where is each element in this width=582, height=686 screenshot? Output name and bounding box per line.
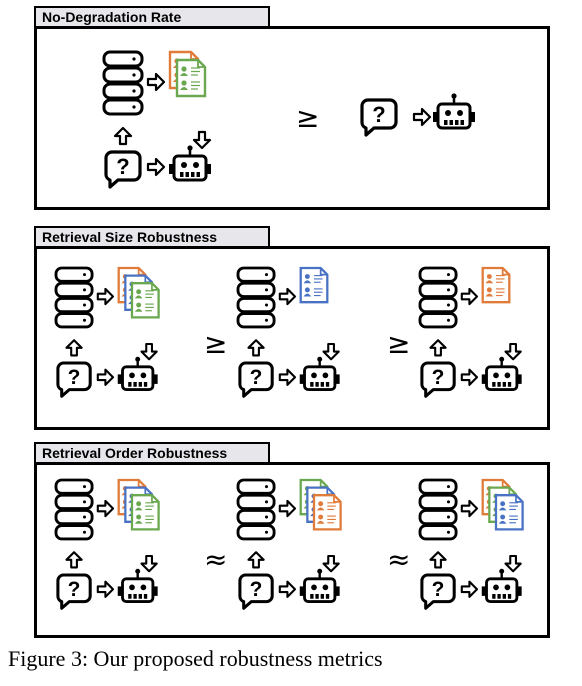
panel-1-title: No-Degradation Rate bbox=[34, 6, 270, 28]
panel-1-title-text: No-Degradation Rate bbox=[42, 9, 182, 25]
panel-2-comparator-2: ≥ bbox=[387, 327, 411, 360]
arrow-right-icon bbox=[146, 72, 166, 92]
panel-3-title: Retrieval Order Robustness bbox=[34, 442, 270, 464]
arrow-down-icon bbox=[504, 342, 522, 361]
arrow-up-icon bbox=[247, 339, 265, 357]
document-icon bbox=[175, 58, 207, 98]
robot-icon bbox=[117, 356, 158, 392]
database-icon bbox=[418, 478, 458, 541]
arrow-down-icon bbox=[140, 554, 158, 573]
question-bubble-icon: ? bbox=[238, 573, 274, 610]
arrow-right-icon bbox=[96, 499, 115, 518]
arrow-up-icon bbox=[429, 339, 447, 357]
svg-text:?: ? bbox=[372, 102, 385, 127]
svg-text:?: ? bbox=[432, 366, 445, 389]
robot-icon bbox=[481, 568, 522, 604]
arrow-right-icon bbox=[278, 499, 297, 518]
svg-text:?: ? bbox=[250, 366, 263, 389]
database-icon bbox=[54, 266, 94, 329]
panel-2-comparator-1: ≥ bbox=[204, 327, 228, 360]
svg-text:?: ? bbox=[250, 578, 263, 601]
robot-icon bbox=[299, 356, 340, 392]
arrow-right-icon bbox=[278, 368, 297, 386]
arrow-down-icon bbox=[504, 554, 522, 573]
svg-text:?: ? bbox=[432, 578, 445, 601]
svg-text:?: ? bbox=[68, 366, 81, 389]
database-icon bbox=[54, 478, 94, 541]
arrow-down-icon bbox=[322, 342, 340, 361]
document-icon bbox=[130, 282, 160, 319]
document-icon bbox=[130, 494, 160, 531]
robot-icon bbox=[299, 568, 340, 604]
robot-icon bbox=[117, 568, 158, 604]
robot-icon bbox=[481, 356, 522, 392]
document-icon bbox=[494, 494, 524, 531]
arrow-right-icon bbox=[96, 580, 115, 598]
arrow-right-icon bbox=[278, 287, 297, 306]
document-icon bbox=[312, 494, 342, 531]
arrow-right-icon bbox=[460, 499, 479, 518]
arrow-up-icon bbox=[65, 339, 83, 357]
arrow-right-icon bbox=[146, 157, 166, 177]
figure-caption: Figure 3: Our proposed robustness metric… bbox=[8, 646, 383, 671]
arrow-up-icon bbox=[429, 551, 447, 569]
arrow-right-icon bbox=[460, 580, 479, 598]
robot-icon bbox=[433, 93, 475, 130]
document-icon bbox=[299, 266, 329, 304]
question-bubble-icon: ? bbox=[360, 98, 398, 137]
robot-icon bbox=[169, 145, 211, 182]
database-icon bbox=[102, 50, 144, 116]
panel-2-title-text: Retrieval Size Robustness bbox=[42, 229, 218, 245]
arrow-right-icon bbox=[278, 580, 297, 598]
question-bubble-icon: ? bbox=[420, 361, 456, 398]
database-icon bbox=[418, 266, 458, 329]
arrow-down-icon bbox=[192, 130, 212, 150]
panel-3-comparator-2: ≈ bbox=[387, 543, 411, 576]
arrow-right-icon bbox=[412, 107, 432, 127]
arrow-right-icon bbox=[460, 368, 479, 386]
document-icon bbox=[481, 266, 511, 304]
arrow-right-icon bbox=[96, 368, 115, 386]
question-bubble-icon: ? bbox=[104, 150, 142, 189]
arrow-down-icon bbox=[140, 342, 158, 361]
panel-2-title: Retrieval Size Robustness bbox=[34, 226, 270, 248]
svg-text:?: ? bbox=[68, 578, 81, 601]
svg-text:?: ? bbox=[116, 154, 129, 179]
arrow-up-icon bbox=[113, 126, 133, 146]
question-bubble-icon: ? bbox=[56, 573, 92, 610]
arrow-up-icon bbox=[65, 551, 83, 569]
panel-3-comparator-1: ≈ bbox=[204, 543, 228, 576]
database-icon bbox=[236, 266, 276, 329]
arrow-down-icon bbox=[322, 554, 340, 573]
question-bubble-icon: ? bbox=[56, 361, 92, 398]
arrow-right-icon bbox=[460, 287, 479, 306]
panel-3-title-text: Retrieval Order Robustness bbox=[42, 445, 228, 461]
question-bubble-icon: ? bbox=[238, 361, 274, 398]
arrow-up-icon bbox=[247, 551, 265, 569]
arrow-right-icon bbox=[96, 287, 115, 306]
panel-1-comparator: ≥ bbox=[296, 101, 320, 134]
question-bubble-icon: ? bbox=[420, 573, 456, 610]
database-icon bbox=[236, 478, 276, 541]
